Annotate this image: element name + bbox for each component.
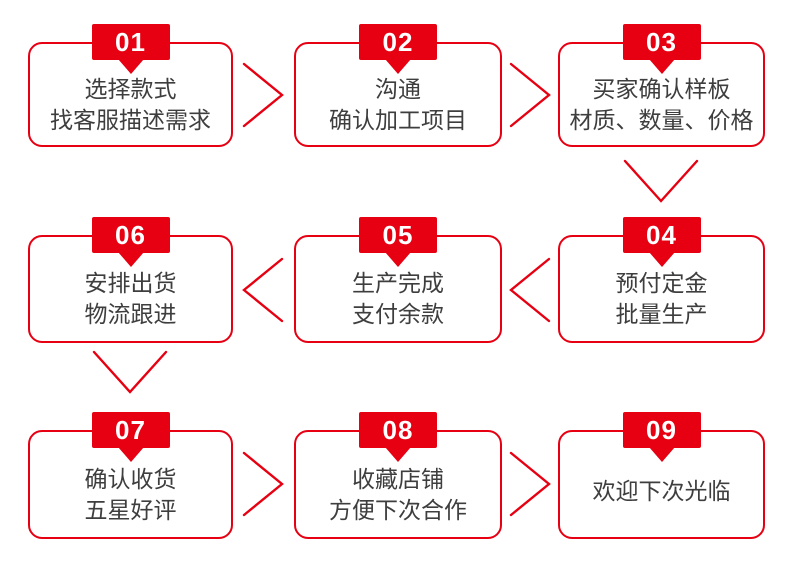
step-01-line2: 找客服描述需求 [50, 106, 211, 133]
step-05-card: 05 生产完成 支付余款 [294, 217, 502, 343]
step-09-badge-pointer-icon [648, 447, 675, 462]
step-02-badge-pointer-icon [385, 59, 411, 74]
chevron-left-icon [242, 257, 284, 323]
step-05-text: 生产完成 支付余款 [296, 237, 500, 341]
chevron-left-icon [509, 257, 551, 323]
arrow-02-to-03 [508, 62, 552, 128]
step-03-badge-pointer-icon [648, 59, 675, 74]
step-09-badge: 09 [622, 412, 701, 462]
step-01-text: 选择款式 找客服描述需求 [30, 44, 231, 145]
step-01-number: 01 [115, 27, 146, 57]
step-06-number: 06 [115, 220, 146, 250]
step-04-badge-pointer-icon [648, 252, 675, 267]
step-07-number: 07 [115, 415, 146, 445]
step-04-badge: 04 [622, 217, 701, 267]
step-02-text: 沟通 确认加工项目 [296, 44, 500, 145]
step-08-line2: 方便下次合作 [329, 496, 467, 523]
step-02-line2: 确认加工项目 [329, 106, 467, 133]
step-08-line1: 收藏店铺 [352, 465, 444, 492]
step-02-badge: 02 [359, 24, 437, 74]
step-08-text: 收藏店铺 方便下次合作 [296, 432, 500, 537]
chevron-down-icon [623, 159, 699, 203]
step-06-line2: 物流跟进 [84, 301, 177, 327]
step-09-text: 欢迎下次光临 [560, 432, 763, 537]
step-05-badge: 05 [359, 217, 437, 267]
step-04-text: 预付定金 批量生产 [560, 237, 763, 341]
chevron-right-icon [509, 62, 551, 128]
step-07-text: 确认收货 五星好评 [30, 432, 231, 537]
step-07-line1: 确认收货 [84, 465, 177, 492]
chevron-right-icon [242, 451, 284, 517]
step-03-line1: 买家确认样板 [592, 75, 731, 102]
step-09-line1: 欢迎下次光临 [592, 478, 731, 504]
step-08-number: 08 [382, 415, 414, 445]
step-07-line2: 五星好评 [84, 496, 177, 523]
step-04-line2: 批量生产 [615, 301, 708, 327]
step-07-card: 07 确认收货 五星好评 [28, 412, 233, 539]
step-01-badge: 01 [91, 24, 170, 74]
step-05-badge-pointer-icon [385, 252, 411, 267]
step-07-badge-pointer-icon [117, 447, 144, 462]
step-03-text: 买家确认样板 材质、数量、价格 [560, 44, 763, 145]
arrow-07-to-08 [241, 451, 285, 517]
step-01-badge-pointer-icon [117, 59, 144, 74]
step-05-line1: 生产完成 [352, 270, 444, 296]
step-06-line1: 安排出货 [84, 270, 177, 296]
step-01-card: 01 选择款式 找客服描述需求 [28, 24, 233, 147]
arrow-08-to-09 [508, 451, 552, 517]
step-06-badge-pointer-icon [117, 252, 144, 267]
step-05-number: 05 [382, 220, 414, 250]
arrow-05-to-06 [241, 257, 285, 323]
step-05-line2: 支付余款 [352, 301, 444, 327]
step-09-number: 09 [646, 415, 677, 445]
step-03-badge: 03 [622, 24, 701, 74]
step-07-badge: 07 [91, 412, 170, 462]
step-02-line1: 沟通 [375, 75, 421, 102]
step-09-card: 09 欢迎下次光临 [558, 412, 765, 539]
arrow-03-to-04 [623, 158, 699, 204]
arrow-01-to-02 [241, 62, 285, 128]
step-04-line1: 预付定金 [615, 270, 708, 296]
step-01-line1: 选择款式 [84, 75, 177, 102]
chevron-right-icon [509, 451, 551, 517]
step-04-number: 04 [646, 220, 677, 250]
step-08-badge-pointer-icon [385, 447, 411, 462]
step-02-card: 02 沟通 确认加工项目 [294, 24, 502, 147]
step-08-badge: 08 [359, 412, 437, 462]
arrow-06-to-07 [92, 349, 168, 395]
step-03-line2: 材质、数量、价格 [569, 106, 754, 133]
step-03-number: 03 [646, 27, 677, 57]
step-08-card: 08 收藏店铺 方便下次合作 [294, 412, 502, 539]
step-02-number: 02 [382, 27, 414, 57]
step-06-badge: 06 [91, 217, 170, 267]
chevron-down-icon [92, 350, 168, 394]
arrow-04-to-05 [508, 257, 552, 323]
step-06-text: 安排出货 物流跟进 [30, 237, 231, 341]
step-03-card: 03 买家确认样板 材质、数量、价格 [558, 24, 765, 147]
step-04-card: 04 预付定金 批量生产 [558, 217, 765, 343]
step-06-card: 06 安排出货 物流跟进 [28, 217, 233, 343]
chevron-right-icon [242, 62, 284, 128]
